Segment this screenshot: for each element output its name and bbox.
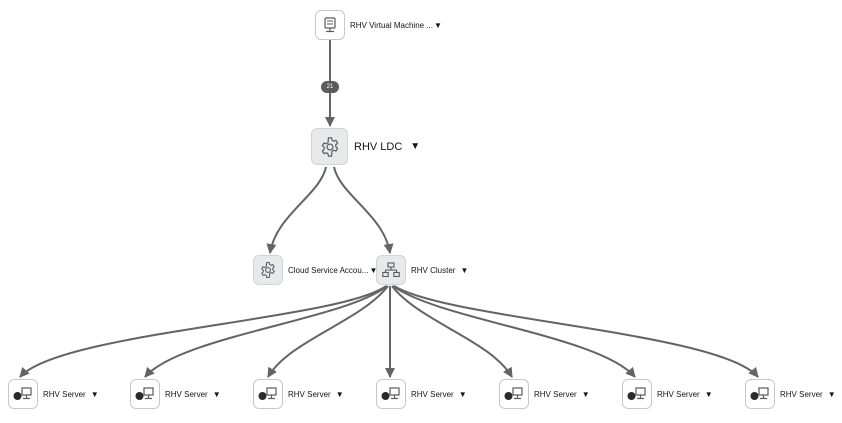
server-icon (13, 387, 32, 400)
node-cloud-service-account[interactable]: Cloud Service Accou... ▼ (253, 255, 377, 285)
server-icon (258, 387, 277, 400)
node-rhv-virtual-machine[interactable]: RHV Virtual Machine ... ▼ (315, 10, 442, 40)
node-box[interactable] (622, 379, 652, 409)
edge-cluster-to-server-1 (19, 285, 387, 378)
node-rhv-server-6[interactable]: RHV Server ▼ (622, 379, 713, 409)
dropdown-caret-icon[interactable]: ▼ (827, 389, 836, 399)
virtual-machine-icon (324, 17, 336, 33)
node-box[interactable] (311, 128, 348, 165)
dropdown-caret-icon[interactable]: ▼ (460, 265, 469, 275)
dropdown-caret-icon[interactable]: ▼ (369, 265, 378, 275)
dropdown-caret-icon[interactable]: ▼ (335, 389, 344, 399)
gear-icon (321, 136, 338, 157)
node-label: RHV Virtual Machine ... (350, 20, 433, 30)
node-rhv-server-5[interactable]: RHV Server ▼ (499, 379, 590, 409)
node-box[interactable] (376, 379, 406, 409)
node-rhv-ldc[interactable]: RHV LDC ▼ (311, 128, 420, 165)
node-box[interactable] (253, 255, 283, 285)
node-rhv-server-3[interactable]: RHV Server ▼ (253, 379, 344, 409)
dropdown-caret-icon[interactable]: ▼ (90, 389, 99, 399)
gear-icon (261, 261, 275, 279)
edge-cluster-to-server-3 (267, 285, 389, 378)
node-label: RHV Server (780, 389, 823, 399)
node-box[interactable] (130, 379, 160, 409)
edge-cluster-to-server-2 (144, 285, 388, 378)
node-label: RHV LDC (354, 140, 403, 153)
dropdown-caret-icon[interactable]: ▼ (410, 141, 421, 152)
node-label: RHV Server (43, 389, 86, 399)
edge-cluster-to-server-7 (393, 285, 759, 378)
node-box[interactable] (315, 10, 345, 40)
node-label: RHV Server (534, 389, 577, 399)
node-rhv-server-1[interactable]: RHV Server ▼ (8, 379, 99, 409)
server-icon (627, 387, 646, 400)
node-rhv-server-4[interactable]: RHV Server ▼ (376, 379, 467, 409)
cluster-icon (382, 262, 400, 278)
edge-count-badge[interactable]: 21 (321, 81, 339, 93)
dropdown-caret-icon[interactable]: ▼ (704, 389, 713, 399)
server-icon (750, 387, 769, 400)
node-rhv-server-7[interactable]: RHV Server ▼ (745, 379, 836, 409)
node-label: RHV Server (165, 389, 208, 399)
edge-ldc-to-cloud (266, 166, 327, 254)
node-rhv-cluster[interactable]: RHV Cluster ▼ (376, 255, 468, 285)
node-rhv-server-2[interactable]: RHV Server ▼ (130, 379, 221, 409)
dropdown-caret-icon[interactable]: ▼ (581, 389, 590, 399)
node-box[interactable] (253, 379, 283, 409)
node-label: RHV Server (411, 389, 454, 399)
edge-cluster-to-server-6 (392, 285, 636, 378)
edge-cluster-to-server-5 (391, 285, 513, 378)
dropdown-caret-icon[interactable]: ▼ (458, 389, 467, 399)
node-label: Cloud Service Accou... (288, 265, 369, 275)
dropdown-caret-icon[interactable]: ▼ (434, 20, 442, 30)
node-label: RHV Server (657, 389, 700, 399)
node-box[interactable] (745, 379, 775, 409)
node-label: RHV Cluster (411, 265, 456, 275)
server-icon (135, 387, 154, 400)
node-label: RHV Server (288, 389, 331, 399)
node-box[interactable] (376, 255, 406, 285)
server-icon (381, 387, 400, 400)
edge-ldc-to-cluster (333, 166, 394, 254)
node-box[interactable] (499, 379, 529, 409)
dropdown-caret-icon[interactable]: ▼ (212, 389, 221, 399)
server-icon (504, 387, 523, 400)
node-box[interactable] (8, 379, 38, 409)
